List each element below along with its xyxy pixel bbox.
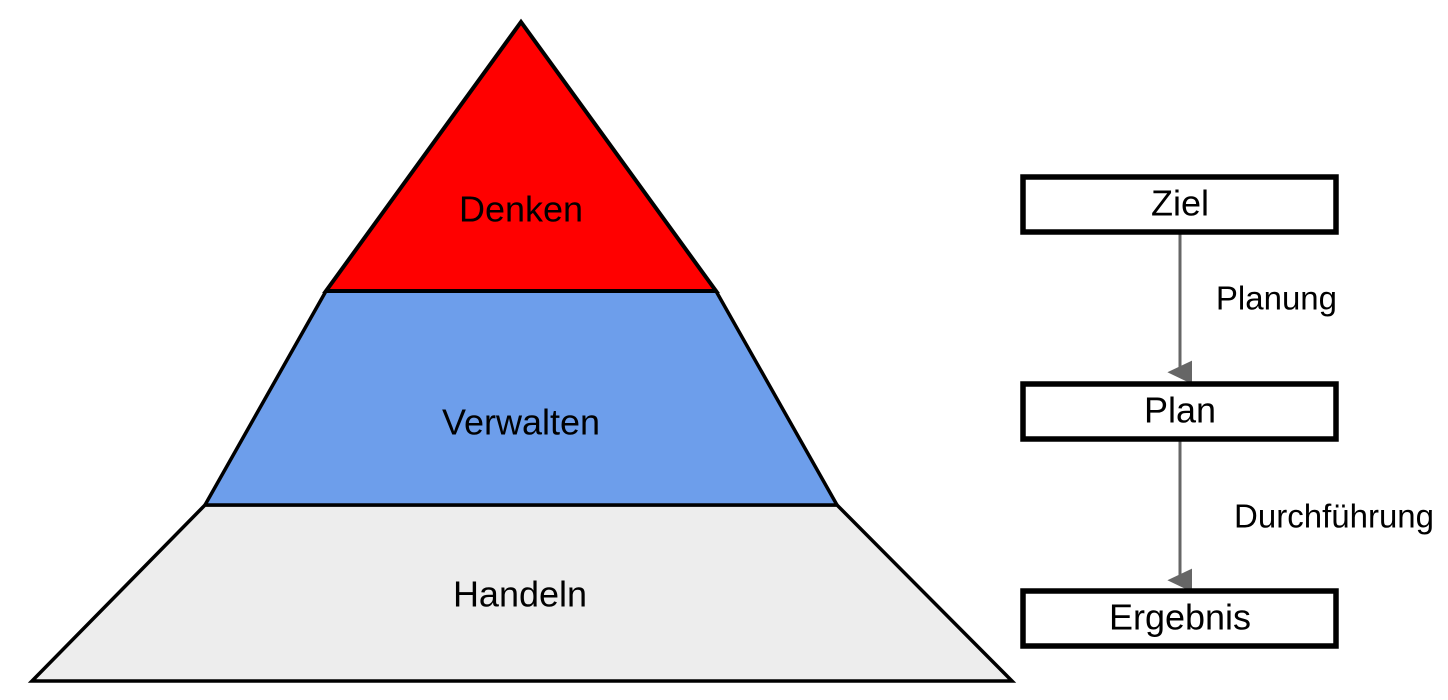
pyramid-tier-bottom[interactable]: Handeln	[27, 503, 1017, 683]
flow-edge-ziel-to-plan[interactable]: Planung	[1167, 234, 1337, 385]
flow-node-ziel-label: Ziel	[1151, 183, 1209, 224]
flow-node-plan-label: Plan	[1144, 390, 1216, 431]
flow-node-plan-box	[1020, 381, 1339, 442]
pyramid-tier-middle[interactable]: Verwalten	[202, 289, 840, 507]
flow-edge-ziel-to-plan-label: Planung	[1216, 280, 1337, 317]
pyramid-tier-middle-shape	[202, 289, 840, 507]
flow-node-plan[interactable]: Plan	[1020, 381, 1339, 442]
pyramid-tier-middle-label: Verwalten	[442, 402, 600, 443]
flow-edge-plan-to-ergebnis-label: Durchführung	[1234, 498, 1434, 535]
pyramid-tier-top[interactable]: Denken	[322, 18, 720, 293]
flow-edge-plan-to-ergebnis[interactable]: Durchführung	[1167, 441, 1434, 593]
flow-node-ergebnis-label: Ergebnis	[1109, 597, 1251, 638]
flow-node-ergebnis-box	[1020, 588, 1339, 649]
pyramid-tier-bottom-label: Handeln	[453, 574, 587, 615]
flow-node-ziel-box	[1020, 174, 1339, 235]
flow-node-ziel[interactable]: Ziel	[1020, 174, 1339, 235]
flow-node-ergebnis[interactable]: Ergebnis	[1020, 588, 1339, 649]
pyramid-tier-top-label: Denken	[459, 189, 583, 230]
pyramid-group: Handeln Verwalten Denken	[27, 18, 1017, 683]
flow-group: Planung Durchführung Ziel Plan Ergebnis	[1020, 174, 1434, 649]
pyramid-tier-top-shape	[322, 18, 720, 293]
